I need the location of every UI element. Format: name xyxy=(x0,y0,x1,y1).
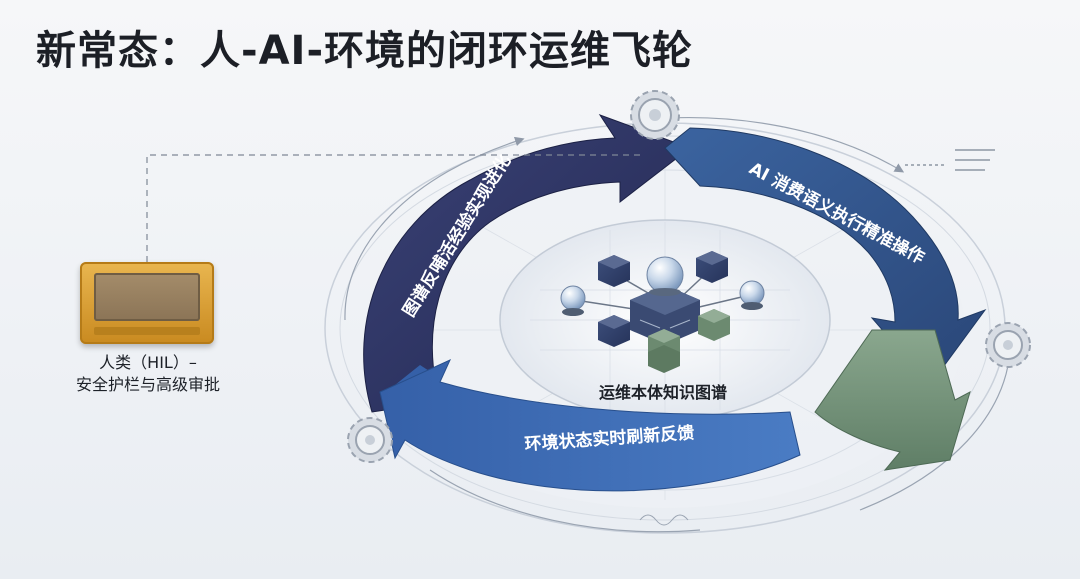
knowledge-graph-core xyxy=(499,219,831,421)
cube-icon xyxy=(696,251,728,283)
hil-label-line2: 安全护栏与高级审批 xyxy=(75,375,220,394)
arrow-evolution xyxy=(363,114,692,413)
arrow-ai-execution xyxy=(664,127,987,386)
terminal-screen xyxy=(94,273,200,321)
gear-icon xyxy=(985,322,1031,368)
gear-icon xyxy=(630,90,680,140)
page-title: 新常态：人-AI-环境的闭环运维飞轮 xyxy=(36,28,694,74)
sphere-icon xyxy=(646,256,684,296)
hil-label-line1: 人类（HIL）– xyxy=(99,353,197,372)
terminal-strip xyxy=(94,327,200,335)
wave-decoration xyxy=(639,514,689,526)
orbit-arcs xyxy=(344,117,1011,533)
hil-connector xyxy=(146,154,640,262)
terminal-icon xyxy=(905,149,995,171)
cube-icon xyxy=(598,255,630,287)
sphere-icon xyxy=(739,280,765,310)
gear-icon xyxy=(347,417,393,463)
sphere-icon xyxy=(560,285,586,316)
cube-icon xyxy=(648,329,680,373)
server-icon xyxy=(630,285,700,345)
center-label: 运维本体知识图谱 xyxy=(599,383,727,402)
arrow-environment-feedback xyxy=(379,358,801,492)
arrow-green-segment xyxy=(814,329,971,471)
hil-terminal xyxy=(80,262,214,344)
cube-icon xyxy=(698,309,730,341)
cube-icon xyxy=(598,315,630,347)
hil-label: 人类（HIL）– 安全护栏与高级审批 xyxy=(48,352,248,396)
